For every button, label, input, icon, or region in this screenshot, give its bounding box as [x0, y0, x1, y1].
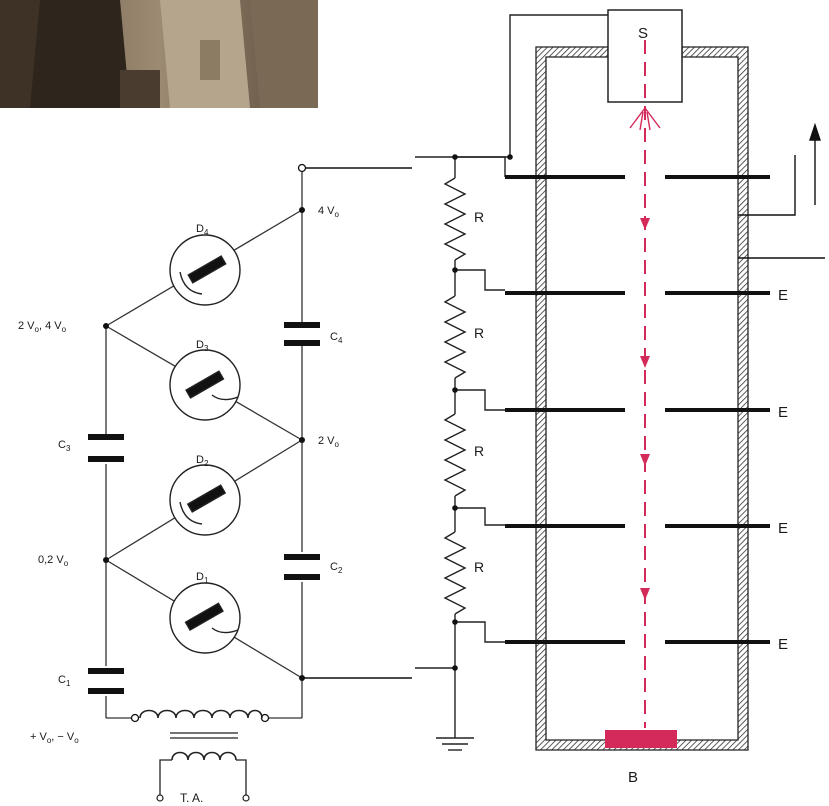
- label-e3: E: [778, 520, 788, 537]
- label-e1: E: [778, 287, 788, 304]
- diode-d4: [169, 234, 241, 306]
- diode-d3: [169, 349, 241, 421]
- output-leads: [302, 167, 412, 679]
- arrow-up-icon: [809, 122, 821, 141]
- ground-symbol-icon: [436, 737, 474, 751]
- capacitors: [86, 322, 322, 696]
- transformer: [139, 709, 263, 802]
- tube-wall: [535, 46, 749, 751]
- resistor-1: [443, 177, 467, 261]
- beam-arrow-icon: [640, 356, 650, 368]
- label-e4: E: [778, 636, 788, 653]
- label-r4: R: [474, 559, 484, 575]
- top-terminal: [297, 163, 307, 173]
- label-e2: E: [778, 404, 788, 421]
- multiplier-labels: 4 Vo 2 Vo, 4 Vo 2 Vo 0,2 Vo + Vo, − Vo D…: [18, 205, 343, 805]
- resistor-2: [443, 295, 467, 379]
- divider-nodes: [452, 154, 513, 671]
- label-r2: R: [474, 325, 484, 341]
- transformer-primary-coil: [139, 709, 263, 719]
- node-0-2vo: [103, 557, 109, 563]
- resistor-4: [443, 531, 467, 615]
- capacitor-c4: [282, 322, 322, 346]
- label-d3: D3: [196, 339, 209, 353]
- diodes: [169, 234, 241, 654]
- beam-arrow-icon: [640, 454, 650, 466]
- label-d4: D4: [196, 223, 209, 237]
- electrodes: [505, 175, 770, 644]
- node-2vo: [299, 437, 305, 443]
- label-r3: R: [474, 443, 484, 459]
- label-c2: C2: [330, 561, 343, 575]
- photo-figures: [0, 0, 318, 108]
- accelerator-tube: S B: [505, 9, 825, 786]
- label-c1: C1: [58, 674, 71, 688]
- label-d2: D2: [196, 454, 209, 468]
- transformer-terminal-left: [130, 713, 140, 723]
- diode-d2: [169, 464, 241, 536]
- resistor-divider: [415, 14, 608, 751]
- capacitor-c1: [86, 666, 126, 696]
- label-2vo: 2 Vo: [318, 435, 340, 449]
- beam-arrow-icon: [640, 218, 650, 230]
- label-c3: C3: [58, 439, 71, 453]
- diode-d1: [169, 582, 241, 654]
- label-0-2vo: 0,2 Vo: [38, 554, 69, 568]
- label-r1: R: [474, 209, 484, 225]
- target-block: [605, 730, 677, 748]
- node-4vo: [299, 207, 305, 213]
- beam-arrow-icon: [640, 588, 650, 600]
- label-transformer: T. A.: [180, 791, 203, 805]
- node-2vo-4vo: [103, 323, 109, 329]
- label-d1: D1: [196, 571, 209, 585]
- capacitor-c3: [86, 434, 126, 464]
- emission-rays-icon: [629, 107, 661, 131]
- label-target: B: [628, 769, 638, 786]
- label-c4: C4: [330, 331, 343, 345]
- photo-figures-icon: [0, 0, 318, 108]
- capacitor-c2: [282, 552, 322, 582]
- electrode-labels: E E E E: [778, 287, 788, 653]
- beam-arrows: [640, 218, 650, 600]
- label-2vo-4vo: 2 Vo, 4 Vo: [18, 320, 67, 334]
- resistor-3: [443, 413, 467, 497]
- label-4vo: 4 Vo: [318, 205, 340, 219]
- transformer-secondary-coil: [171, 751, 237, 761]
- outlet-port: [738, 122, 825, 259]
- label-source: S: [638, 25, 648, 42]
- label-input-voltage: + Vo, − Vo: [30, 731, 79, 745]
- resistor-labels: R R R R: [474, 209, 484, 575]
